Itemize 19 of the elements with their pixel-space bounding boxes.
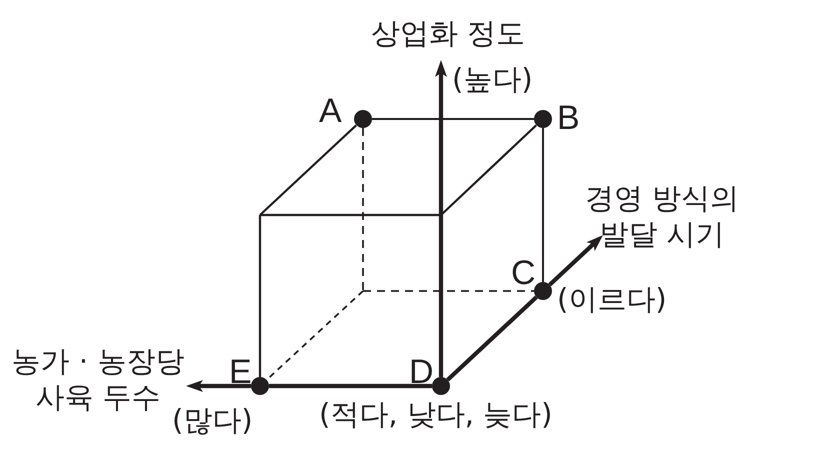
point-label: D [409,355,434,389]
axis-value-label: (이르다) [557,281,667,317]
point-dot [354,110,372,128]
point-dot [251,377,269,395]
axis-value-label: (적다, 낮다, 늦다) [319,396,553,432]
axis-line [269,384,432,388]
cube-edge [372,118,534,120]
point-label: C [511,256,536,290]
axis-value-label: (높다) [452,61,533,97]
axis-title: 경영 방식의 발달 시기 [584,180,740,252]
point-dot [432,377,450,395]
point-label: A [319,94,342,128]
point-label: B [557,101,580,135]
point-dot [534,282,552,300]
axis-line [446,296,538,382]
point-dot [534,110,552,128]
cube-edge [542,128,544,282]
point-label: E [229,355,252,389]
axis-title: 상업화 정도 [370,15,526,51]
